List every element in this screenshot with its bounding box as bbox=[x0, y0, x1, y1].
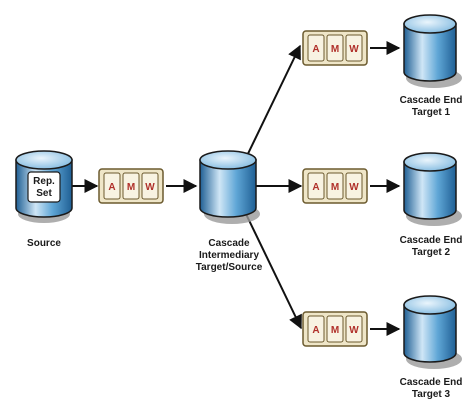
amw-letter-w: W bbox=[145, 182, 155, 193]
intermediary-label-line1: Cascade bbox=[208, 238, 250, 249]
arrows bbox=[68, 41, 401, 336]
rep-set-badge bbox=[27, 171, 61, 203]
rep-set-label-line2: Set bbox=[36, 188, 52, 199]
target-3-label-line1: Cascade End bbox=[399, 377, 463, 388]
target-3-database-icon bbox=[403, 295, 462, 369]
amw-letter-a: A bbox=[312, 325, 319, 336]
target-1-label: Cascade End Target 1 bbox=[400, 95, 463, 119]
target-2-label-line1: Cascade End bbox=[399, 235, 463, 246]
target-2-label: Cascade End Target 2 bbox=[400, 235, 463, 259]
amw-process-icon-target-1: A M W bbox=[302, 30, 368, 66]
source-label: Source bbox=[27, 238, 61, 250]
intermediary-label-line2: Intermediary bbox=[198, 250, 260, 261]
target-2-label-line2: Target 2 bbox=[411, 247, 451, 258]
amw-letter-w: W bbox=[349, 44, 359, 55]
amw-letter-m: M bbox=[331, 325, 339, 336]
amw-process-icon-target-3: A M W bbox=[302, 311, 368, 347]
target-1-database-icon bbox=[403, 14, 462, 88]
amw-letter-a: A bbox=[312, 44, 319, 55]
rep-set-label-line1: Rep. bbox=[33, 176, 55, 187]
intermediary-label-line3: Target/Source bbox=[195, 262, 263, 273]
amw-letter-m: M bbox=[127, 182, 135, 193]
amw-letter-a: A bbox=[312, 182, 319, 193]
amw-letter-m: M bbox=[331, 182, 339, 193]
target-3-label-line2: Target 3 bbox=[411, 389, 451, 400]
arrow-intermediary-to-amw-3 bbox=[245, 213, 302, 330]
target-1-label-line1: Cascade End bbox=[399, 95, 463, 106]
arrow-intermediary-to-amw-1 bbox=[243, 44, 301, 163]
amw-letter-a: A bbox=[108, 182, 115, 193]
source-database-icon: Rep. Set bbox=[15, 150, 73, 223]
amw-letter-w: W bbox=[349, 182, 359, 193]
amw-letter-m: M bbox=[331, 44, 339, 55]
amw-process-icon: A M W bbox=[98, 168, 164, 204]
target-3-label: Cascade End Target 3 bbox=[400, 377, 463, 401]
source-label-text: Source bbox=[27, 238, 61, 249]
target-2-database-icon bbox=[403, 152, 462, 226]
intermediary-label: Cascade Intermediary Target/Source bbox=[196, 238, 263, 274]
intermediary-database-icon bbox=[199, 150, 260, 224]
amw-process-icon-target-2: A M W bbox=[302, 168, 368, 204]
amw-letter-w: W bbox=[349, 325, 359, 336]
target-1-label-line2: Target 1 bbox=[411, 107, 451, 118]
